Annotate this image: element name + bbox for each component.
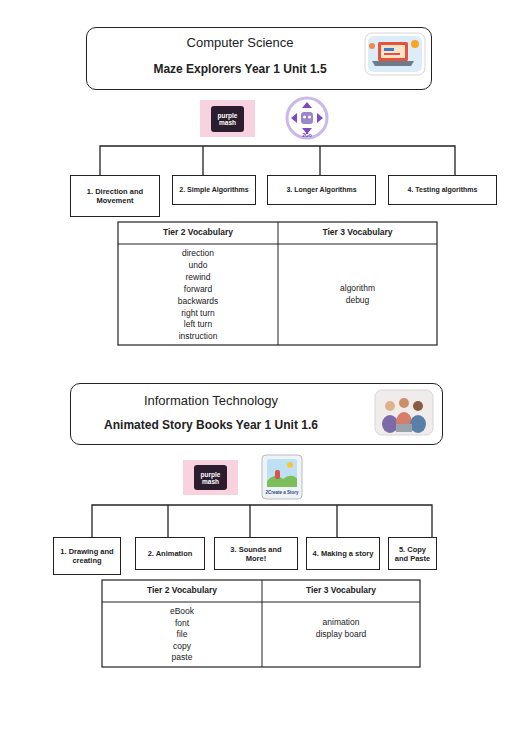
picture-figure <box>275 470 280 479</box>
subject-title: Computer Science <box>87 35 393 51</box>
picture-sky <box>267 459 297 487</box>
lesson-box: 3. Sounds and More! <box>214 537 298 570</box>
table-rule <box>102 602 420 603</box>
logo-background <box>200 100 255 137</box>
logo-text: 2Go <box>297 133 317 139</box>
person-head <box>399 398 409 408</box>
person-head <box>413 401 423 411</box>
2go-logo <box>287 98 327 138</box>
table-cell: animation <box>281 618 401 628</box>
2create-logo <box>262 455 302 499</box>
laptop-screen <box>378 42 408 61</box>
logo-background <box>183 460 238 495</box>
robot-eye <box>308 116 311 119</box>
table-cell: direction <box>138 249 258 259</box>
person-figure <box>396 412 412 432</box>
lesson-title: 1. Direction and Movement <box>74 187 156 205</box>
lesson-title: 3. Longer Algorithms <box>286 186 356 194</box>
picture-hills <box>267 476 297 487</box>
laptop-base <box>372 61 414 66</box>
person-figure <box>382 415 398 433</box>
table-header: Tier 3 Vocabulary <box>266 586 416 596</box>
lesson-title: 3. Sounds and More! <box>221 545 291 563</box>
table-cell: debug <box>298 296 418 306</box>
lesson-title: 5. Copy and Paste <box>392 545 433 563</box>
icon-frame <box>365 33 425 75</box>
lesson-box: 5. Copy and Paste <box>388 537 437 570</box>
lesson-box: 4. Testing algorithms <box>388 175 497 205</box>
lesson-title: 4. Making a story <box>313 549 374 558</box>
person-head <box>385 401 395 411</box>
table-cell: file <box>122 630 242 640</box>
table-header: Tier 2 Vocabulary <box>123 228 273 238</box>
table-cell: font <box>122 619 242 629</box>
lesson-title: 1. Drawing and creating <box>57 547 117 565</box>
vocabulary-table <box>118 222 437 345</box>
icon-background <box>368 36 422 72</box>
lesson-title: 2. Simple Algorithms <box>179 186 248 194</box>
laptop-symbol <box>396 424 412 432</box>
logo-text: purple mash <box>196 470 226 485</box>
lesson-box: 1. Direction and Movement <box>70 175 160 217</box>
robot-symbol <box>301 112 313 124</box>
tree-bracket <box>92 505 432 537</box>
table-cell: instruction <box>138 332 258 342</box>
table-cell: paste <box>122 654 242 664</box>
subject-title: Information Technology <box>71 393 351 409</box>
screen-graphic <box>384 48 394 51</box>
gear-symbol <box>369 43 375 49</box>
logo-text: 2Create a Story <box>262 490 302 495</box>
purple-mash-logo <box>211 106 244 132</box>
gear-symbol <box>411 40 419 48</box>
laptop-display <box>381 45 405 58</box>
tree-bracket <box>100 146 455 175</box>
screen-graphic <box>384 53 400 55</box>
vocabulary-table <box>102 580 420 667</box>
person-figure <box>410 415 426 433</box>
lesson-box: 2. Animation <box>135 537 205 570</box>
table-cell: copy <box>122 642 242 652</box>
unit-title: Animated Story Books Year 1 Unit 1.6 <box>71 418 351 432</box>
purple-mash-logo <box>194 465 227 490</box>
logo-text: purple mash <box>213 112 243 127</box>
table-cell: right turn <box>138 309 258 319</box>
table-header: Tier 3 Vocabulary <box>283 228 433 238</box>
table-cell: left turn <box>138 321 258 331</box>
table-header: Tier 2 Vocabulary <box>107 586 257 596</box>
direction-arrows <box>291 102 323 134</box>
lesson-title: 4. Testing algorithms <box>408 186 478 194</box>
lesson-box: 3. Longer Algorithms <box>267 175 376 205</box>
unit-title: Maze Explorers Year 1 Unit 1.5 <box>87 62 393 76</box>
robot-eye <box>303 116 306 119</box>
icon-frame <box>375 390 433 435</box>
unit-header: Computer ScienceMaze Explorers Year 1 Un… <box>86 27 432 90</box>
table-cell: backwards <box>138 297 258 307</box>
table-cell: undo <box>138 261 258 271</box>
unit-header: Information TechnologyAnimated Story Boo… <box>70 383 443 445</box>
lesson-title: 2. Animation <box>148 549 193 558</box>
table-rule <box>262 580 263 667</box>
table-rule <box>278 222 279 345</box>
lesson-box: 2. Simple Algorithms <box>172 175 256 205</box>
lesson-box: 1. Drawing and creating <box>53 537 121 575</box>
table-cell: rewind <box>138 273 258 283</box>
picture-sun <box>287 462 293 468</box>
lesson-box: 4. Making a story <box>306 537 380 570</box>
table-cell: display board <box>281 630 401 640</box>
table-cell: algorithm <box>298 284 418 294</box>
table-cell: eBook <box>122 607 242 617</box>
table-cell: forward <box>138 285 258 295</box>
